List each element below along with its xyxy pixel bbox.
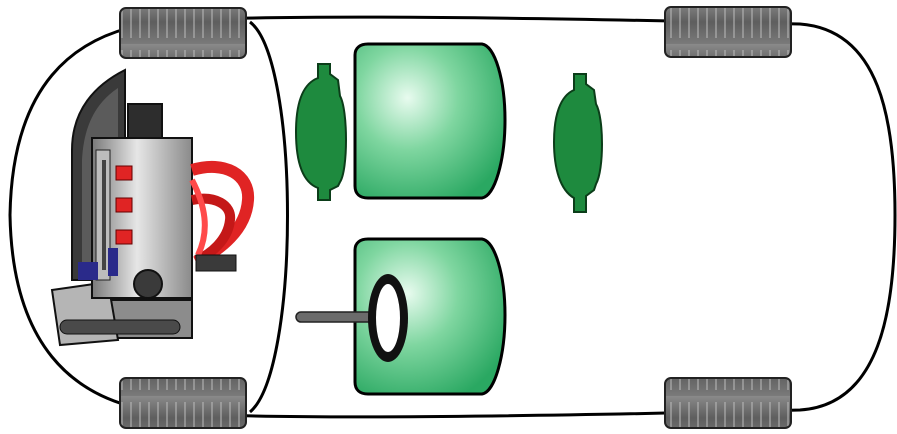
steering-wheel [368, 274, 408, 362]
engine [50, 68, 255, 347]
hood-line [249, 20, 289, 414]
tire-front-right [119, 377, 247, 429]
front-seat-top [353, 42, 507, 200]
tire-rear-right [664, 377, 792, 429]
tire-rear-left [664, 6, 792, 58]
tire-front-left [119, 7, 247, 59]
rear-brake-pad [552, 73, 603, 213]
front-brake-pad [294, 63, 347, 201]
